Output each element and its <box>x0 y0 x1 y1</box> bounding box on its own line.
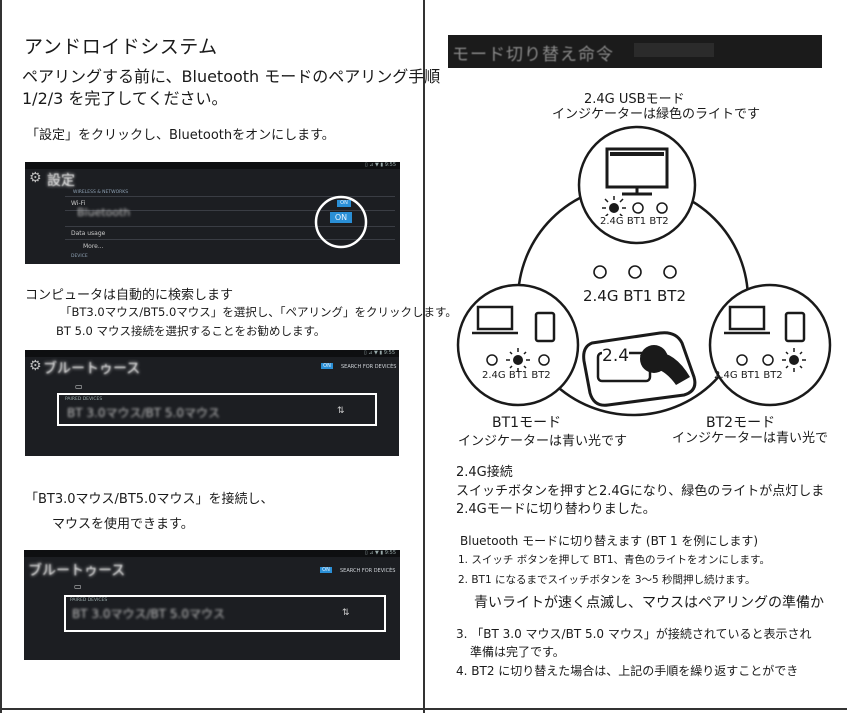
bt2-led-indicators <box>736 348 806 372</box>
more-row[interactable]: More... <box>83 243 104 250</box>
overflow-menu-icon[interactable]: ⋮ <box>388 567 393 572</box>
device-name[interactable]: BT 3.0マウス/BT 5.0マウス <box>72 607 225 621</box>
overflow-menu-icon[interactable]: ⋮ <box>389 363 394 368</box>
device-settings-icon[interactable]: ⇅ <box>342 608 350 618</box>
search-for-devices-button[interactable]: SEARCH FOR DEVICES <box>341 364 397 370</box>
mouse-switch-icon <box>582 331 697 407</box>
mode-switch-banner: モード切り替え命令 <box>448 35 822 68</box>
conn-line-1: スイッチボタンを押すと2.4Gになり、緑色のライトが点灯しま <box>456 484 825 499</box>
laptop-tablet-icon-right <box>724 305 806 343</box>
status-bar <box>25 162 400 169</box>
bluetooth-icon: ⚙ <box>29 358 42 374</box>
bt-step-2: 2. BT1 になるまでスイッチボタンを 3～5 秒間押し続けます。 <box>458 574 756 586</box>
highlight-circle <box>314 195 368 249</box>
bt1-mode-title: BT1モード <box>492 415 562 431</box>
laptop-icon: ▭ <box>74 582 82 591</box>
status-icons: ▯ ⊿ ▼ ▮ 9:55 <box>364 550 396 556</box>
bluetooth-search-screenshot: ▯ ⊿ ▼ ▮ 9:55 ⚙ ブルートゥース ON SEARCH FOR DEV… <box>25 350 399 456</box>
bt-step-3b: 準備は完了です。 <box>470 645 565 659</box>
laptop-icon: ▭ <box>75 382 83 391</box>
wifi-row[interactable]: Wi-Fi <box>71 200 86 207</box>
bt-switch-title: Bluetooth モードに切り替えます (BT 1 を例にします) <box>460 534 759 548</box>
device-name[interactable]: BT 3.0マウス/BT 5.0マウス <box>67 406 220 420</box>
bt2-mode-circle <box>708 283 832 407</box>
status-icons: ▯ ⊿ ▼ ▮ 9:55 <box>364 162 396 168</box>
bt-step-3: 3. 「BT 3.0 マウス/BT 5.0 マウス」が接続されていると表示され <box>456 627 812 641</box>
bluetooth-toggle[interactable]: ON <box>320 567 332 573</box>
bt-step-1: 1. スイッチ ボタンを押して BT1、青色のライトをオンにします。 <box>458 554 770 566</box>
bt1-mode-circle <box>456 283 580 407</box>
mode-diagram <box>456 125 832 417</box>
settings-screenshot: ▯ ⊿ ▼ ▮ 9:55 ⚙ 設定 WIRELESS & NETWORKS Wi… <box>25 162 400 264</box>
divider-line <box>65 196 395 197</box>
laptop-tablet-icon-left <box>472 305 556 343</box>
device-settings-icon[interactable]: ⇅ <box>337 406 345 416</box>
step-3-line-1: 「BT3.0マウス/BT5.0マウス」を接続し、 <box>25 492 274 507</box>
bluetooth-connected-screenshot: ▯ ⊿ ▼ ▮ 9:55 ブルートゥース ON SEARCH FOR DEVIC… <box>24 550 400 660</box>
banner-text: モード切り替え命令 <box>452 45 614 65</box>
bt2-led-label: 2.4G BT1 BT2 <box>714 370 783 381</box>
divider-line <box>65 239 395 240</box>
page-border-left <box>0 0 2 713</box>
bt1-led-label: 2.4G BT1 BT2 <box>482 370 551 381</box>
status-bar <box>24 550 400 557</box>
status-icons: ▯ ⊿ ▼ ▮ 9:55 <box>363 350 395 356</box>
intro-line-2: 1/2/3 を完了してください。 <box>22 89 228 108</box>
bt-step-2b: 青いライトが速く点滅し、マウスはペアリングの準備か <box>474 595 824 611</box>
step-2-detail-2: BT 5.0 マウス接続を選択することをお勧めします。 <box>56 324 326 338</box>
usb-mode-title: 2.4G USBモード <box>584 92 685 107</box>
android-section-title: アンドロイドシステム <box>24 36 218 58</box>
bluetooth-toggle[interactable]: ON <box>321 363 333 369</box>
paired-devices-label: PAIRED DEVICES <box>65 397 103 402</box>
device-highlight-box[interactable] <box>57 393 377 426</box>
wireless-section-label: WIRELESS & NETWORKS <box>73 190 129 195</box>
divider-line <box>65 210 395 211</box>
usb-led-label: 2.4G BT1 BT2 <box>600 216 669 227</box>
settings-screen-title: 設定 <box>47 173 75 189</box>
bt-step-4: 4. BT2 に切り替えた場合は、上記の手順を繰り返すことができ <box>456 664 799 678</box>
banner-blur <box>634 43 714 57</box>
bluetooth-on-toggle[interactable]: ON <box>330 212 352 223</box>
search-for-devices-button[interactable]: SEARCH FOR DEVICES <box>340 568 396 574</box>
step-2-detail-1: 「BT3.0マウス/BT5.0マウス」を選択し、「ペアリング」をクリックします。 <box>60 305 457 319</box>
wifi-toggle[interactable]: ON <box>337 200 351 207</box>
center-led-label: 2.4G BT1 BT2 <box>583 287 687 305</box>
settings-gear-icon: ⚙ <box>29 170 42 186</box>
usb-mode-desc: インジケーターは緑色のライトです <box>552 107 761 122</box>
paired-devices-label: PAIRED DEVICES <box>70 598 108 603</box>
bluetooth-screen-title: ブルートゥース <box>43 361 141 377</box>
intro-line-1: ペアリングする前に、Bluetooth モードのペアリング手順 <box>22 67 441 86</box>
bluetooth-screen-title: ブルートゥース <box>28 563 126 579</box>
center-led-indicators <box>593 265 677 279</box>
conn-title: 2.4G接続 <box>456 465 513 480</box>
bt1-mode-desc: インジケーターは青い光です <box>458 434 628 449</box>
conn-line-2: 2.4Gモードに切り替わりました。 <box>456 502 656 517</box>
device-highlight-box[interactable] <box>64 595 386 632</box>
status-bar <box>25 350 399 357</box>
bt2-mode-desc: インジケーターは青い光で <box>672 431 829 446</box>
switch-label: 2.4 <box>602 346 630 366</box>
divider-line <box>65 226 395 227</box>
step-2-text: コンピュータは自動的に検索します <box>25 288 234 303</box>
monitor-icon <box>605 147 669 196</box>
device-section-label: DEVICE <box>71 254 88 259</box>
column-divider <box>423 0 425 713</box>
step-3-line-2: マウスを使用できます。 <box>52 517 194 532</box>
data-usage-row[interactable]: Data usage <box>71 230 106 237</box>
bluetooth-row-blurred[interactable]: Bluetooth <box>77 206 131 219</box>
bt1-led-indicators <box>486 348 550 372</box>
step-1-text: 「設定」をクリックし、Bluetoothをオンにします。 <box>26 128 335 143</box>
bt2-mode-title: BT2モード <box>706 415 776 431</box>
page-border-bottom <box>0 708 847 710</box>
